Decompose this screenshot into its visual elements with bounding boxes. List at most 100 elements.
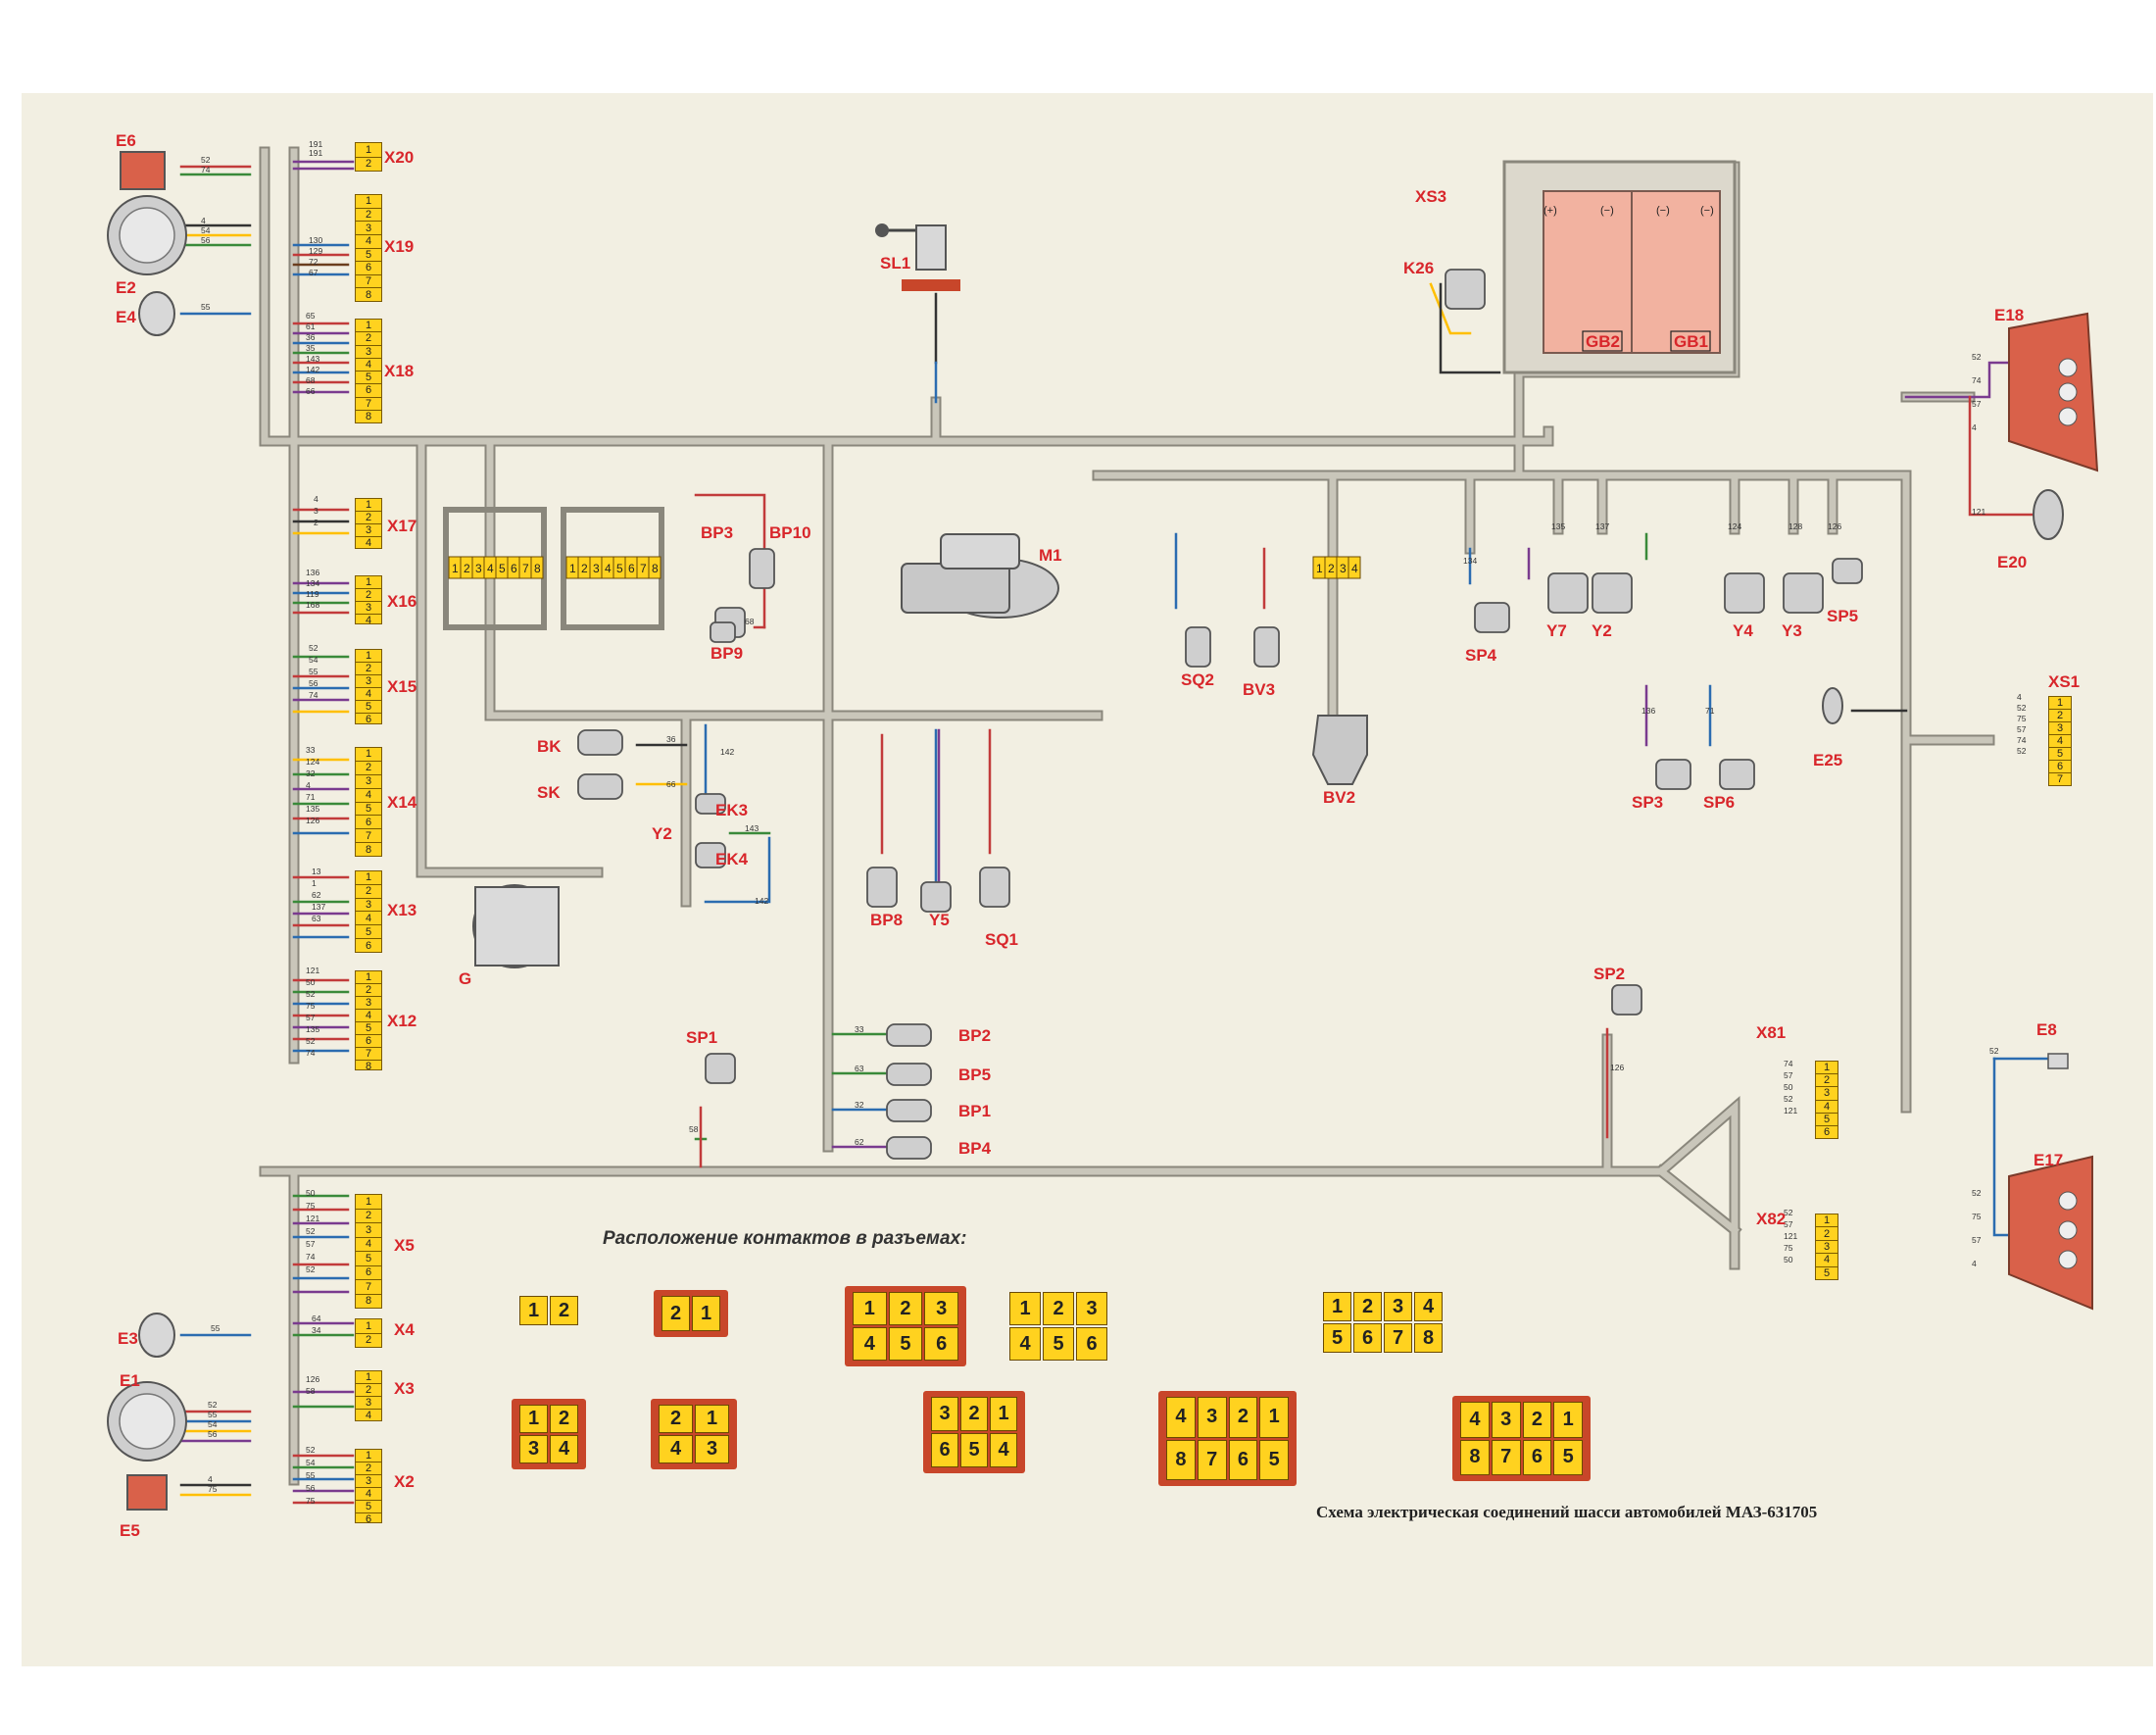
label-sp4: SP4: [1465, 646, 1497, 665]
label-sp6: SP6: [1703, 793, 1736, 812]
label-bp1: BP1: [958, 1102, 992, 1120]
wire-number: 71: [1705, 706, 1715, 716]
wire-number: 32: [306, 768, 316, 778]
block-bv-cell: [1348, 556, 1361, 579]
label-e4: E4: [116, 308, 136, 326]
connector-pin: 5: [356, 372, 381, 385]
connector-pin: 2: [356, 984, 381, 997]
label-e3: E3: [118, 1329, 138, 1348]
pin-layout-cell: 1: [1323, 1292, 1351, 1321]
connector-pin: 6: [1823, 1125, 1831, 1138]
wire-number: 121: [1972, 507, 1985, 517]
label-sp1: SP1: [686, 1028, 718, 1047]
connector-pin: 1: [356, 320, 381, 333]
label-sl1: SL1: [880, 254, 911, 273]
wire-number: 137: [1595, 521, 1609, 531]
wire-number: 57: [306, 1013, 316, 1022]
pin-layout-cell: 4: [550, 1435, 578, 1463]
connector-pin: 6: [356, 816, 381, 830]
pin-layout-cell: 6: [931, 1433, 958, 1467]
pin-layout-cell: 1: [692, 1296, 720, 1331]
wire-number: 74: [306, 1252, 316, 1262]
wire-number: 62: [312, 890, 321, 900]
battery-terminal: (+): [1544, 205, 1557, 217]
pin-layout-cell: 3: [931, 1397, 958, 1431]
connector-pin: 4: [356, 1488, 381, 1501]
block-left-pin: 7: [522, 562, 529, 575]
pin-layout-cell: 3: [1491, 1402, 1521, 1438]
wire-number: 57: [1784, 1070, 1793, 1080]
wire-number: 33: [855, 1024, 864, 1034]
connector-pin: 6: [356, 1266, 381, 1280]
wire-number: 72: [309, 257, 318, 267]
label-x17: X17: [387, 517, 417, 535]
pin-layout-cell: 2: [1522, 1402, 1552, 1438]
wire-number: 121: [1784, 1231, 1797, 1241]
label-bp3: BP3: [701, 523, 734, 542]
label-bp4: BP4: [958, 1139, 992, 1158]
wire-number: 52: [306, 989, 316, 999]
connector-pin: 4: [356, 1010, 381, 1022]
wire-number: 1: [312, 878, 317, 888]
connector-pin: 7: [356, 1280, 381, 1295]
battery-terminal: (−): [1656, 205, 1670, 217]
wire-number: 75: [1972, 1212, 1982, 1221]
pin-layout-cell: 3: [1197, 1397, 1227, 1438]
wire-number: 168: [306, 600, 319, 610]
connector-pin: 8: [365, 410, 372, 422]
wire-number: 129: [309, 246, 322, 256]
connector-pin: 3: [356, 222, 381, 235]
wire-number: 55: [201, 302, 211, 312]
wire-number: 50: [1784, 1255, 1793, 1264]
connector-pin: 8: [365, 1295, 372, 1308]
connector-pin: 5: [2049, 748, 2071, 761]
wire-number: 52: [309, 643, 318, 653]
wire-number: 55: [309, 667, 318, 676]
pin-layout-cell: 2: [662, 1296, 690, 1331]
wire-number: 134: [306, 578, 319, 588]
connector-pin: 1: [356, 576, 381, 589]
connector-pin: 3: [1816, 1241, 1838, 1255]
connector-pin: 4: [365, 537, 372, 549]
wire-number: 4: [1972, 1259, 1977, 1268]
pin-layout-cell: 6: [924, 1327, 958, 1361]
connector-pin: 6: [356, 1035, 381, 1048]
label-y3: Y3: [1782, 621, 1802, 640]
battery-terminal: (−): [1600, 205, 1614, 217]
connector-pin: 3: [356, 602, 381, 615]
pin-layout-cell: 3: [519, 1435, 548, 1463]
pin-layout-cell: 3: [1384, 1292, 1412, 1321]
label-bv3: BV3: [1243, 680, 1276, 699]
connector-pin: 3: [356, 997, 381, 1010]
pin-layout-cell: 6: [1076, 1327, 1107, 1361]
connector-pin: 6: [365, 1513, 372, 1525]
pin-layout-cell: 1: [519, 1296, 548, 1325]
wire-number: 135: [306, 804, 319, 814]
connector-pin: 3: [356, 346, 381, 359]
wire-number: 63: [312, 914, 321, 923]
connector-pin: 1: [356, 1371, 381, 1384]
wire-number: 52: [1784, 1208, 1793, 1217]
wire-number: 74: [306, 1048, 316, 1058]
label-x5: X5: [394, 1236, 415, 1255]
connector-pin: 6: [365, 939, 372, 952]
label-ek4: EK4: [715, 850, 749, 868]
label-bp2: BP2: [958, 1026, 992, 1045]
wire-number: 52: [208, 1400, 218, 1410]
wire-number: 75: [2017, 714, 2027, 723]
connector-pin: 7: [356, 398, 381, 411]
label-bp9: BP9: [710, 644, 744, 663]
wire-number: 75: [306, 1001, 316, 1011]
block-left-pin: 5: [499, 562, 506, 575]
wire-number: 50: [306, 1188, 316, 1198]
wire-number: 52: [1972, 1188, 1982, 1198]
connector-pin: 5: [1816, 1114, 1838, 1126]
pin-layout-cell: 7: [1197, 1439, 1227, 1480]
wire-number: 142: [755, 896, 768, 906]
